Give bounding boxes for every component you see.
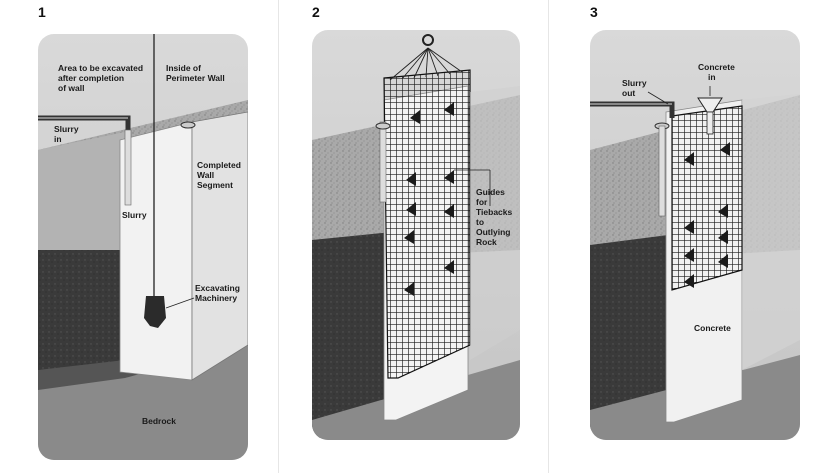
completed-wall-segment <box>191 111 248 381</box>
label-slurry: Slurry <box>122 210 147 220</box>
panel-divider-2 <box>548 0 549 473</box>
label-guides-3: Tiebacks <box>476 207 513 217</box>
rebar-cage <box>383 69 471 379</box>
panel-1: Area to be excavated after completion of… <box>38 34 248 460</box>
label-guides-6: Rock <box>476 237 497 247</box>
label-excavating-2: Machinery <box>195 293 237 303</box>
excavating-machinery <box>144 296 166 328</box>
label-inside-perimeter-2: Perimeter Wall <box>166 73 225 83</box>
label-inside-perimeter-1: Inside of <box>166 63 201 73</box>
label-area-to-be-excavated-2: after completion <box>58 73 124 83</box>
panel-number-2: 2 <box>312 4 320 20</box>
panel-number-1: 1 <box>38 4 46 20</box>
label-excavating-1: Excavating <box>195 283 240 293</box>
soil-dark <box>38 250 125 380</box>
label-slurry-in-2: in <box>54 134 62 144</box>
panel-divider-1 <box>278 0 279 473</box>
tieback-guides-3 <box>684 142 730 288</box>
label-completed-wall-2: Wall <box>197 170 214 180</box>
label-slurry-out-2: out <box>622 88 635 98</box>
panel-2: Guides for Tiebacks to Outlying Rock <box>312 30 520 440</box>
label-guides-2: for <box>476 197 488 207</box>
tieback-guides <box>404 102 454 296</box>
label-slurry-out-1: Slurry <box>622 78 647 88</box>
label-area-to-be-excavated-3: of wall <box>58 83 84 93</box>
label-concrete: Concrete <box>694 323 731 333</box>
label-completed-wall-1: Completed <box>197 160 241 170</box>
label-guides-1: Guides <box>476 187 505 197</box>
panel-3: Slurry out Concrete in Concrete <box>590 30 800 440</box>
label-guides-4: to <box>476 217 484 227</box>
label-area-to-be-excavated-1: Area to be excavated <box>58 63 143 73</box>
lifting-cables <box>389 47 463 81</box>
label-slurry-in-1: Slurry <box>54 124 79 134</box>
label-completed-wall-3: Segment <box>197 180 233 190</box>
label-concrete-in-2: in <box>708 72 716 82</box>
label-concrete-in-1: Concrete <box>698 62 735 72</box>
label-guides-5: Outlying <box>476 227 510 237</box>
panel-number-3: 3 <box>590 4 598 20</box>
label-bedrock: Bedrock <box>142 416 176 426</box>
crane-hook-icon <box>422 34 434 46</box>
